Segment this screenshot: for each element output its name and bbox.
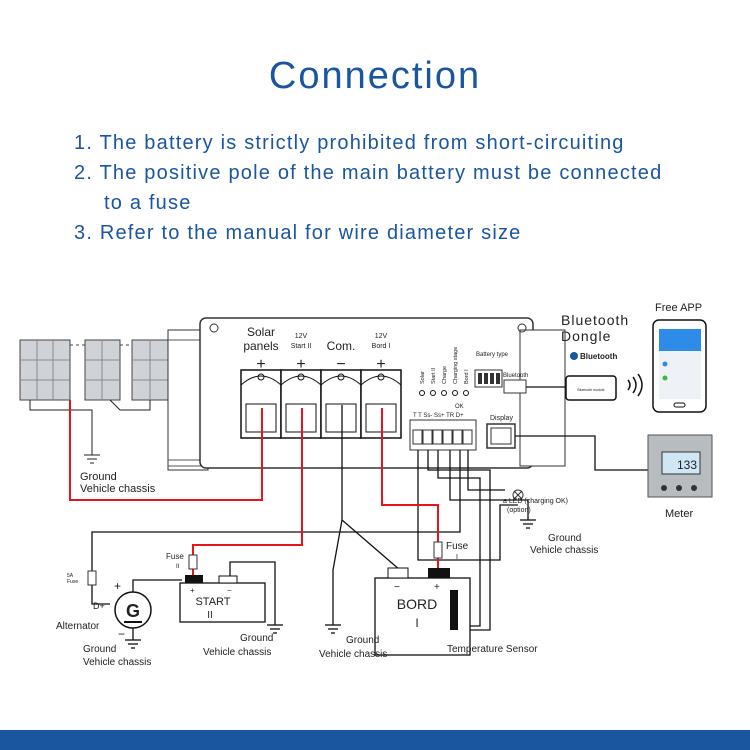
terminal-polarity: + [256,356,265,373]
temperature-sensor [450,590,458,630]
start-number: II [207,610,213,621]
page-title: Connection [268,55,482,97]
fuse-5a-label: Fuse [67,579,78,585]
meter-display-value: 133 [677,458,697,472]
footer-bar [0,730,750,750]
start-ground-label: Ground [240,633,273,644]
signal-ok-label: OK [455,404,464,410]
temperature-sensor-label: Temperature Sensor [447,644,538,655]
terminal-polarity: − [336,356,345,373]
d-plus-label: D+ [93,601,105,611]
led-option-label: (option) [507,507,531,514]
terminal-label: Bord I [372,343,391,350]
solar-panels [19,339,169,401]
status-led [430,390,436,396]
dip-switch[interactable] [474,369,503,388]
led-label: Solar [420,371,426,384]
start-minus: − [227,586,232,595]
bluetooth-port[interactable] [503,379,527,394]
meter-label: Meter [665,508,693,520]
terminal-label: panels [243,339,278,353]
start-battery [179,582,266,623]
led-label: Charging stage [453,347,459,384]
fuse-i-number: I [456,554,458,561]
bord-plus: + [434,582,440,593]
alternator [114,591,152,629]
note-item: 1. The battery is strictly prohibited fr… [74,132,625,154]
terminal-label: 12V [375,333,388,340]
wireless-signal-icon [627,373,643,397]
free-app-label: Free APP [655,302,702,314]
bord-number: I [415,616,418,630]
status-led [419,390,425,396]
alt-chassis-label: Vehicle chassis [83,657,151,668]
bluetooth-module [565,375,617,401]
terminal-label: Com. [327,339,356,353]
fuse-ii [188,554,198,570]
bord-label: BORD [397,596,437,612]
status-led [441,390,447,396]
ground-symbols [125,519,536,649]
fuse-i [433,541,443,559]
status-led [463,390,469,396]
fuse-5a [87,570,97,586]
terminal-label: 12V [295,333,308,340]
start-label: START [195,596,230,608]
solar-ground-label: Ground [80,471,117,483]
fuse-i-label: Fuse [446,541,469,552]
fuse-5a-label: 5A [67,573,74,579]
bluetooth-port-label: Bluetooth [503,373,528,379]
led-chassis-label: Vehicle chassis [530,545,598,556]
bt-dongle-title: Bluetooth [561,312,629,328]
bord-chassis-label: Vehicle chassis [319,649,387,660]
note-item: to a fuse [104,192,192,214]
start-plus: + [190,586,195,595]
status-led [452,390,458,396]
note-item: 3. Refer to the manual for wire diameter… [74,222,522,244]
battery-type-label: Battery type [476,352,509,358]
led-label: Start II [431,367,437,384]
alternator-label: Alternator [56,621,100,632]
bt-module-label: Bluetooth module [577,388,604,392]
terminal-polarity: + [296,356,305,373]
bt-logo-text: Bluetooth [580,352,617,361]
terminal[interactable]: Com. − [320,339,362,439]
led-label: Charge [442,366,448,384]
bord-minus: − [394,582,400,593]
notes-list: 1. The battery is strictly prohibited fr… [74,128,662,248]
terminal-polarity: + [376,356,385,373]
generator-symbol: G [126,601,140,621]
bt-dongle-title: Dongle [561,328,611,344]
alt-ground-label: Ground [83,644,116,655]
led-label: Bord I [464,369,470,384]
signal-pins-label: T T Ss- Ss+ TR D+ [413,413,464,419]
terminal-label: Start II [291,343,312,350]
bord-ground-label: Ground [346,635,379,646]
led-ground-label: Ground [548,533,581,544]
solar-chassis-label: Vehicle chassis [80,483,156,495]
display-port-label: Display [490,415,513,422]
start-chassis-label: Vehicle chassis [203,647,271,658]
note-item: 2. The positive pole of the main battery… [74,162,663,184]
terminal-label: Solar [247,325,275,339]
alternator-minus: − [118,627,125,641]
alternator-plus: + [114,579,121,593]
fuse-ii-number: II [176,564,180,570]
signal-terminal [409,419,477,451]
fuse-ii-label: Fuse [166,552,184,561]
bluetooth-icon [570,352,578,360]
led-label: a LED (charging OK) [503,498,568,505]
